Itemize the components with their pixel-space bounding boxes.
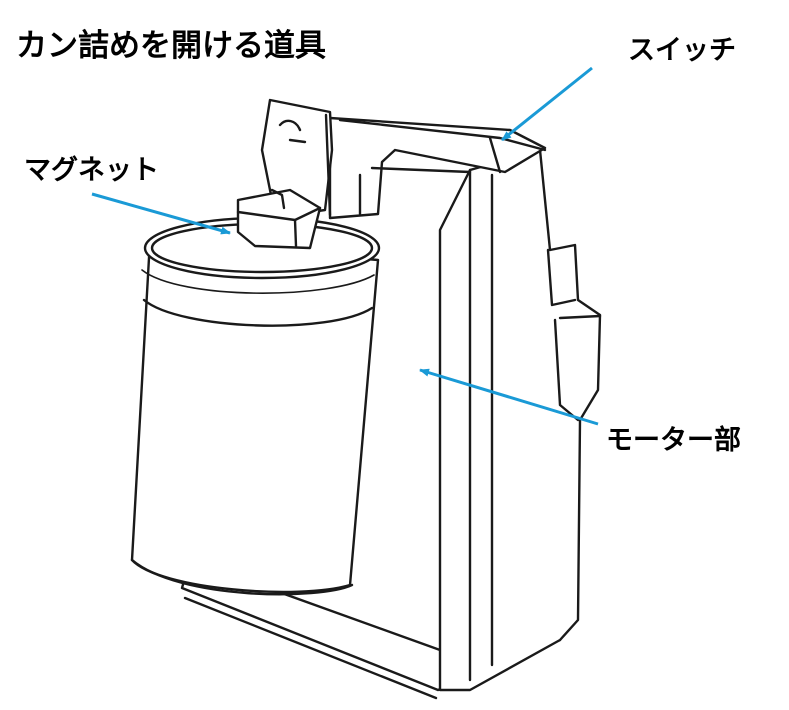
magnet-arrow: [91, 192, 231, 235]
can: [130, 216, 381, 596]
motor-label: モーター部: [606, 425, 741, 456]
magnet-block: [236, 188, 322, 250]
switch-arrow: [501, 66, 593, 142]
switch-label: スイッチ: [628, 35, 736, 66]
motor-arrow: [419, 368, 599, 426]
magnet-label: マグネット: [24, 155, 159, 186]
diagram-title: カン詰めを開ける道具: [16, 28, 326, 64]
